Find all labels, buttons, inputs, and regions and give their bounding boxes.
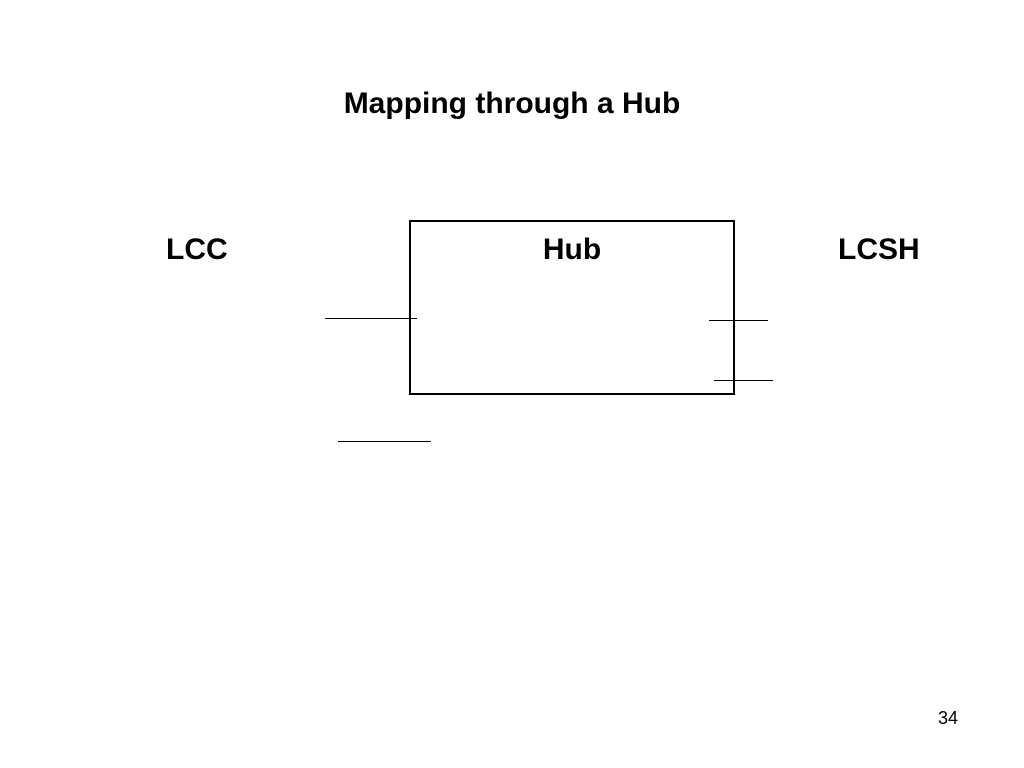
lcc-blank-line-2 [338,441,431,442]
lcsh-blank-line-2 [714,380,773,381]
hub-label: Hub [542,233,602,266]
hub-box: Hub [409,220,735,395]
lcc-label: LCC [166,233,228,266]
lcsh-label: LCSH [838,233,920,266]
slide-title: Mapping through a Hub [343,87,681,120]
lcsh-blank-line-1 [709,320,768,321]
lcc-blank-line-1 [325,318,417,319]
page-number: 34 [938,708,959,728]
